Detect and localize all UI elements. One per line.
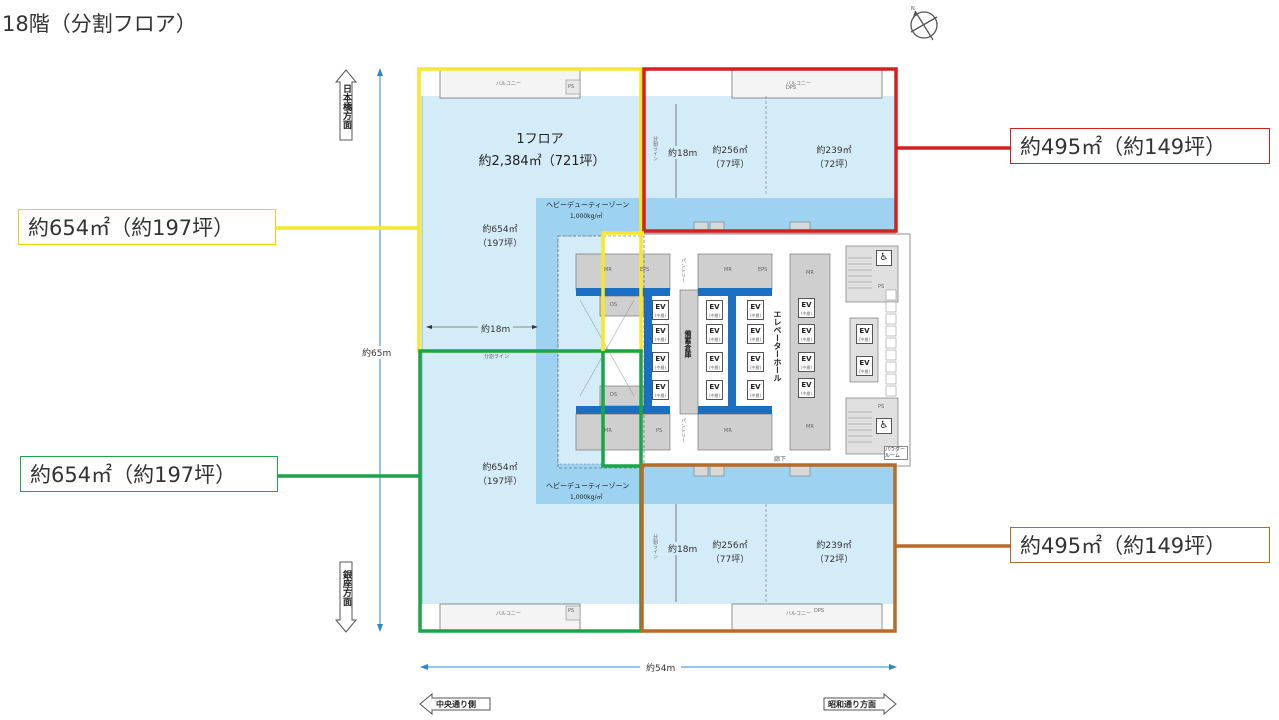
direction-ginza: 銀座方面 bbox=[341, 570, 351, 606]
elevator-car: EV(中層) bbox=[706, 352, 723, 372]
split-line-label-ne: 分割ライン bbox=[652, 136, 658, 161]
elevator-car: EV(中層) bbox=[706, 324, 723, 344]
area-se-a-tsubo: （77坪） bbox=[710, 555, 750, 565]
elevator-car: EV(中層) bbox=[856, 356, 873, 376]
elevator-car: EV(中層) bbox=[652, 300, 669, 320]
ps-room: PS bbox=[878, 284, 885, 290]
depth-w: 約18m bbox=[478, 322, 514, 335]
heavy-zone-north: ヘビーデューティーゾーン bbox=[546, 201, 630, 209]
callout-west-north: 約654㎡（約197坪） bbox=[18, 209, 276, 245]
area-ne-a-tsubo: （77坪） bbox=[710, 160, 750, 170]
depth-ne: 約18m bbox=[668, 146, 698, 159]
direction-nihonbashi: 日本橋方面 bbox=[341, 84, 351, 129]
ds-room: DS bbox=[610, 302, 618, 308]
elevator-car: EV(中層) bbox=[798, 352, 815, 372]
ps-room: PS bbox=[568, 608, 575, 614]
total-floor-area: 約2,384㎡（721坪） bbox=[478, 154, 606, 169]
elevator-car: EV(中層) bbox=[747, 324, 764, 344]
balcony-label: バルコニー bbox=[786, 81, 811, 87]
ps-room: PS bbox=[878, 404, 885, 410]
direction-showa-dori: 昭和通り方面 bbox=[828, 700, 876, 709]
eps-room: EPS bbox=[758, 267, 768, 273]
ds-room: DS bbox=[610, 392, 618, 398]
heavy-zone-north-load: 1,000kg/㎡ bbox=[570, 213, 603, 220]
area-ne-a: 約256㎡ bbox=[712, 146, 748, 156]
ps-room: PS bbox=[656, 428, 663, 434]
mr-room: MR bbox=[604, 428, 612, 434]
callout-east-south: 約495㎡（約149坪） bbox=[1010, 527, 1270, 563]
area-west-south-tsubo: （197坪） bbox=[477, 477, 523, 487]
area-west-south: 約654㎡ bbox=[482, 463, 518, 473]
dimension-height: 約65m bbox=[362, 346, 392, 359]
total-floor-title: 1フロア bbox=[516, 132, 564, 147]
dps-room: DPS bbox=[814, 608, 825, 614]
storage-room: 備蓄倉庫 bbox=[684, 330, 692, 358]
mr-room: MR bbox=[806, 270, 814, 276]
compass-icon: N bbox=[910, 6, 938, 41]
eps-room: EPS bbox=[640, 267, 650, 273]
balcony-label: バルコニー bbox=[496, 611, 521, 617]
area-west-north: 約654㎡ bbox=[482, 225, 518, 235]
heavy-zone-south: ヘビーデューティーゾーン bbox=[546, 482, 630, 490]
elevator-car: EV(中層) bbox=[747, 352, 764, 372]
callout-east-north: 約495㎡（約149坪） bbox=[1010, 128, 1270, 164]
svg-text:N: N bbox=[911, 6, 915, 12]
elevator-hall: エレベーターホール bbox=[773, 310, 782, 382]
mr-room: MR bbox=[724, 428, 732, 434]
area-west-north-tsubo: （197坪） bbox=[477, 239, 523, 249]
elevator-car: EV(中層) bbox=[747, 380, 764, 400]
area-se-b-tsubo: （72坪） bbox=[814, 555, 854, 565]
elevator-car: EV(中層) bbox=[706, 380, 723, 400]
mr-room: MR bbox=[806, 424, 814, 430]
dps-room: DPS bbox=[786, 85, 797, 91]
elevator-car: EV(中層) bbox=[798, 298, 815, 318]
pantry-label: パントリー bbox=[680, 258, 686, 283]
heavy-zone-south-load: 1,000kg/㎡ bbox=[570, 494, 603, 501]
elevator-car: EV(中層) bbox=[706, 300, 723, 320]
ps-room: PS bbox=[568, 84, 575, 90]
elevator-car: EV(中層) bbox=[798, 378, 815, 398]
area-se-a: 約256㎡ bbox=[712, 541, 748, 551]
direction-chuo-dori: 中央通り側 bbox=[436, 700, 476, 709]
depth-se: 約18m bbox=[668, 542, 698, 555]
callout-west-south: 約654㎡（約197坪） bbox=[20, 456, 278, 492]
corridor-label: 廊下 bbox=[774, 456, 787, 463]
powder-room: パウダールーム bbox=[884, 446, 908, 460]
accessible-icon: ♿ bbox=[876, 250, 892, 266]
balcony-label: バルコニー bbox=[496, 81, 521, 87]
pantry-label: パントリー bbox=[680, 418, 686, 443]
area-ne-b-tsubo: （72坪） bbox=[814, 160, 854, 170]
elevator-car: EV(中層) bbox=[652, 324, 669, 344]
elevator-car: EV(中層) bbox=[747, 300, 764, 320]
balcony-label: バルコニー bbox=[786, 611, 811, 617]
mr-room: MR bbox=[724, 267, 732, 273]
elevator-car: EV(中層) bbox=[652, 352, 669, 372]
mr-room: MR bbox=[604, 267, 612, 273]
dimension-width: 約54m bbox=[640, 661, 682, 674]
elevator-car: EV(中層) bbox=[798, 324, 815, 344]
elevator-car: EV(中層) bbox=[856, 324, 873, 344]
split-line-label: 分割ライン bbox=[484, 354, 510, 360]
accessible-icon: ♿ bbox=[876, 418, 892, 434]
split-line-label-se: 分割ライン bbox=[652, 534, 658, 559]
elevator-car: EV(中層) bbox=[652, 380, 669, 400]
area-se-b: 約239㎡ bbox=[816, 541, 852, 551]
page-title: 18階（分割フロア） bbox=[2, 12, 197, 36]
area-ne-b: 約239㎡ bbox=[816, 146, 852, 156]
